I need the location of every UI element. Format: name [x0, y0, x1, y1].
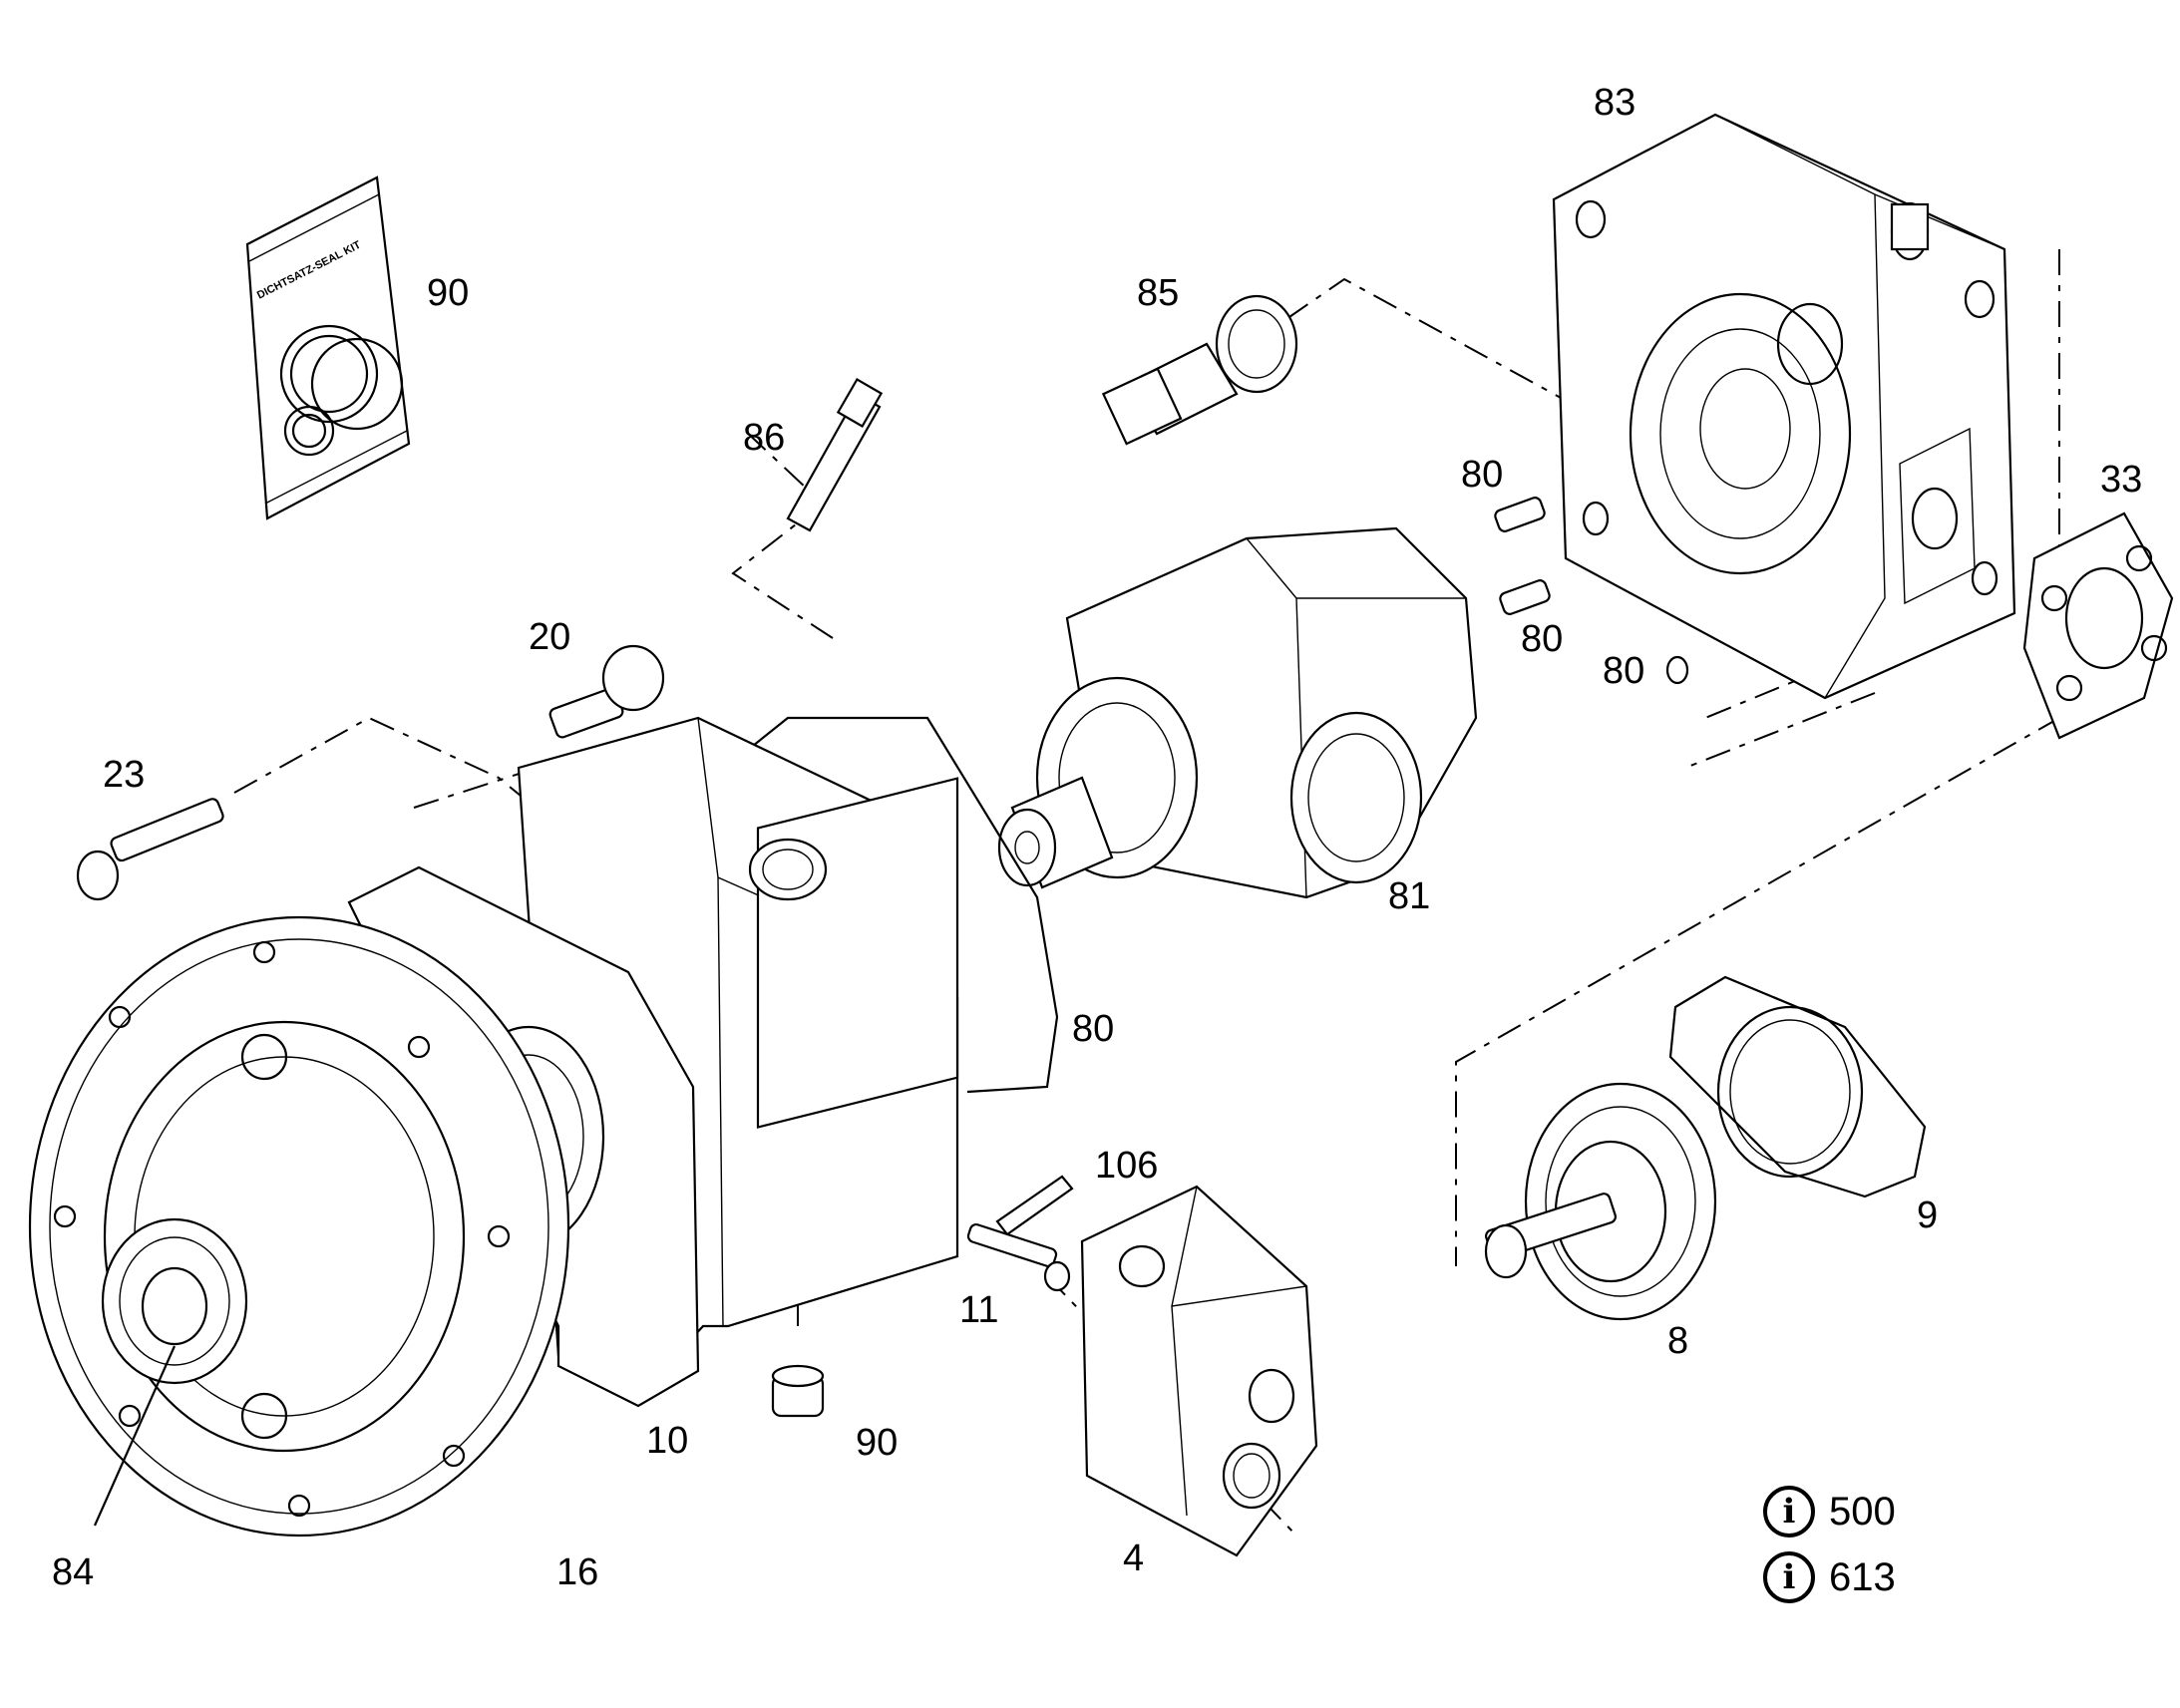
info-icon: i — [1763, 1486, 1815, 1537]
flange-plate-9 — [1668, 975, 1927, 1198]
pins-80 — [1494, 497, 1689, 685]
screw-20 — [548, 644, 665, 739]
callout-86: 86 — [743, 417, 786, 459]
callout-8: 8 — [1667, 1320, 1689, 1362]
flange-33 — [2022, 512, 2174, 740]
gasket-80 — [752, 716, 1059, 1094]
info-reference-500[interactable]: i 500 — [1763, 1486, 1896, 1537]
callout-85: 85 — [1137, 272, 1180, 314]
callout-80: 80 — [1603, 650, 1645, 692]
callout-10: 10 — [646, 1420, 689, 1462]
seal-kit-bag: DICHTSATZ-SEAL KIT — [245, 175, 411, 520]
shaft-seal-84 — [93, 1217, 248, 1527]
housing-83 — [1552, 113, 2016, 700]
callout-4: 4 — [1123, 1537, 1145, 1579]
callout-81: 81 — [1388, 875, 1431, 917]
callout-80: 80 — [1461, 454, 1504, 496]
callout-84: 84 — [52, 1551, 95, 1593]
info-icon: i — [1763, 1551, 1815, 1603]
callout-80: 80 — [1521, 618, 1564, 660]
callout-80: 80 — [1072, 1008, 1115, 1050]
callout-33: 33 — [2100, 459, 2143, 501]
rotary-group-81 — [997, 526, 1478, 899]
callout-9: 9 — [1917, 1195, 1939, 1236]
info-reference-613[interactable]: i 613 — [1763, 1551, 1896, 1603]
callout-23: 23 — [103, 754, 146, 796]
callout-83: 83 — [1594, 82, 1636, 124]
flange-16 — [28, 915, 570, 1537]
control-block-4 — [1080, 1185, 1318, 1557]
spool-11 — [966, 1222, 1071, 1292]
callout-16: 16 — [556, 1551, 599, 1593]
callout-90: 90 — [856, 1422, 899, 1464]
fitting-86 — [786, 378, 884, 532]
callout-90: 90 — [427, 272, 470, 314]
callout-11: 11 — [959, 1289, 999, 1331]
valve-85 — [1101, 294, 1298, 446]
plug-90 — [771, 1364, 825, 1418]
screen-106 — [995, 1175, 1074, 1236]
callout-106: 106 — [1095, 1145, 1159, 1187]
callout-20: 20 — [529, 616, 571, 658]
gear-pump-8 — [1484, 1082, 1717, 1321]
info-reference-label: 500 — [1829, 1489, 1896, 1534]
capscrew-23 — [76, 798, 224, 901]
info-reference-label: 613 — [1829, 1554, 1896, 1599]
